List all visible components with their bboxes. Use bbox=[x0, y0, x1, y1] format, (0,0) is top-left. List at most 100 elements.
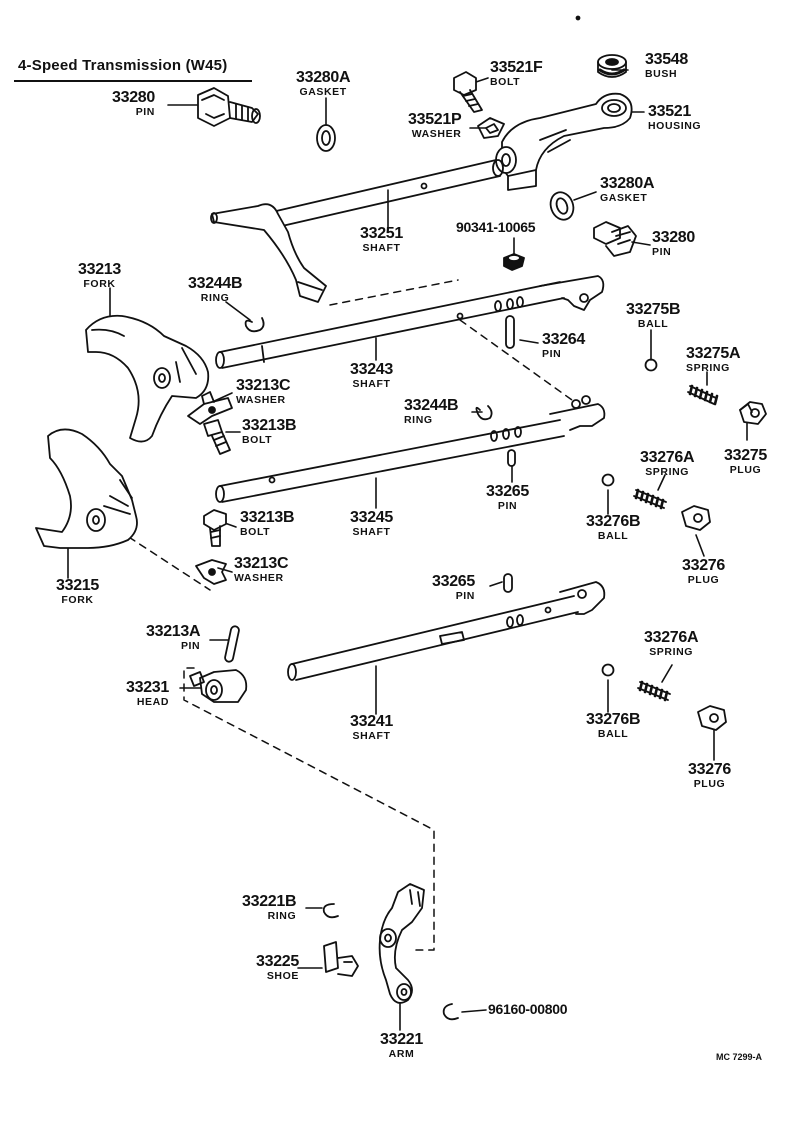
part-name: PLUG bbox=[687, 574, 720, 586]
pin-33280-right-drawing bbox=[593, 221, 637, 257]
callout-33280-top: 33280 PIN bbox=[112, 90, 155, 118]
part-number: 33276A bbox=[640, 449, 695, 466]
housing-33521-drawing bbox=[495, 92, 633, 191]
pin-33264-drawing bbox=[505, 315, 515, 349]
callout-33213c: 33213C WASHER bbox=[236, 377, 291, 406]
part-number: 33275A bbox=[686, 345, 741, 362]
part-number: 33276A bbox=[644, 629, 699, 646]
callout-33265: 33265 PIN bbox=[486, 484, 529, 512]
part-number: 33213B bbox=[242, 417, 297, 434]
callout-96160: 96160-00800 bbox=[488, 1001, 568, 1017]
part-number: 33245 bbox=[350, 509, 393, 526]
pin-33213a-drawing bbox=[224, 625, 240, 663]
shaft-33245-drawing bbox=[215, 395, 606, 503]
callout-33213a: 33213A PIN bbox=[146, 624, 201, 652]
callout-33221b: 33221B RING bbox=[242, 894, 297, 922]
part-name: SPRING bbox=[649, 646, 694, 658]
part-number: 33225 bbox=[256, 953, 299, 970]
callout-33213c-2: 33213C WASHER bbox=[234, 556, 289, 584]
part-name: BALL bbox=[597, 728, 629, 740]
part-name: FORK bbox=[61, 594, 94, 606]
part-number: 33231 bbox=[126, 679, 169, 696]
part-name: WASHER bbox=[234, 572, 284, 584]
callout-33548: 33548 BUSH bbox=[645, 52, 688, 80]
dashed-alignment-lines bbox=[117, 279, 573, 951]
bolt-33213b-2-drawing bbox=[203, 509, 227, 547]
part-name: BALL bbox=[637, 318, 669, 330]
callout-33213: 33213 FORK bbox=[78, 262, 121, 290]
shaft-33241-drawing bbox=[287, 581, 606, 681]
part-name: FORK bbox=[83, 278, 116, 290]
part-name: RING bbox=[404, 414, 433, 426]
part-name: PIN bbox=[180, 640, 201, 652]
part-number: 33241 bbox=[350, 713, 393, 730]
part-number: 33548 bbox=[645, 51, 688, 68]
callout-33521f: 33521F BOLT bbox=[490, 59, 543, 88]
callout-33221: 33221 ARM bbox=[380, 1032, 423, 1060]
callout-33280-right: 33280 PIN bbox=[652, 230, 695, 258]
washer-33213c-2-drawing bbox=[195, 559, 227, 585]
part-name: HEAD bbox=[136, 696, 169, 708]
bolt-33213b-drawing bbox=[203, 419, 231, 455]
part-name: WASHER bbox=[236, 394, 286, 406]
part-number: 33265 bbox=[432, 573, 475, 590]
part-name: PIN bbox=[455, 590, 475, 602]
part-name: PIN bbox=[652, 246, 672, 258]
part-number: 90341-10065 bbox=[456, 219, 536, 235]
part-number: 33213 bbox=[78, 261, 121, 278]
part-name: SPRING bbox=[686, 362, 730, 374]
pin-33265-b-drawing bbox=[503, 573, 513, 593]
part-name: PLUG bbox=[729, 464, 762, 476]
fork-33215-drawing bbox=[35, 428, 138, 549]
callout-33521: 33521 HOUSING bbox=[648, 104, 701, 132]
callout-33275a: 33275A SPRING bbox=[686, 345, 741, 374]
callout-33244b: 33244B RING bbox=[188, 275, 243, 304]
part-name: BUSH bbox=[645, 68, 678, 80]
callout-33213b-2: 33213B BOLT bbox=[240, 510, 295, 538]
part-number: 33215 bbox=[56, 577, 99, 594]
part-number: 33276 bbox=[682, 557, 725, 574]
callout-33215: 33215 FORK bbox=[56, 578, 99, 606]
gasket-33280a-drawing bbox=[316, 124, 336, 152]
part-number: 33244B bbox=[404, 397, 459, 414]
callout-33280a: 33280A GASKET bbox=[296, 70, 351, 98]
part-number: 33244B bbox=[188, 275, 243, 292]
ball-33275b-drawing bbox=[644, 358, 658, 372]
part-name: SHAFT bbox=[352, 730, 391, 742]
part-name: SHAFT bbox=[362, 242, 401, 254]
part-number: 33276B bbox=[586, 711, 641, 728]
part-name: BOLT bbox=[242, 434, 273, 446]
pin-33265-drawing bbox=[507, 449, 516, 467]
part-number: 33276 bbox=[688, 761, 731, 778]
part-name: SHAFT bbox=[352, 526, 391, 538]
callout-33245: 33245 SHAFT bbox=[350, 510, 393, 538]
ball-33276b-drawing bbox=[601, 473, 615, 487]
part-name: PLUG bbox=[693, 778, 726, 790]
plug-33276-2-drawing bbox=[697, 705, 727, 731]
plug-90341-drawing bbox=[503, 253, 525, 271]
part-number: 33213C bbox=[236, 377, 291, 394]
callout-33251: 33251 SHAFT bbox=[360, 226, 403, 254]
title-underline bbox=[14, 80, 252, 82]
fork-33213-drawing bbox=[85, 314, 210, 443]
part-number: 33264 bbox=[542, 331, 585, 348]
part-number: 33521P bbox=[408, 111, 462, 128]
callout-33276b-2: 33276B BALL bbox=[586, 711, 641, 740]
part-number: 33280A bbox=[600, 175, 655, 192]
part-number: 96160-00800 bbox=[488, 1001, 568, 1017]
part-name: SPRING bbox=[645, 466, 690, 478]
part-name: SHAFT bbox=[352, 378, 391, 390]
part-name: BOLT bbox=[490, 76, 521, 88]
callout-33264: 33264 PIN bbox=[542, 332, 585, 360]
arm-33221-drawing bbox=[378, 883, 425, 1004]
part-number: 33280 bbox=[112, 89, 155, 106]
callout-33213b: 33213B BOLT bbox=[242, 417, 297, 446]
callout-33241: 33241 SHAFT bbox=[350, 714, 393, 742]
ring-33244b-2-drawing bbox=[475, 405, 493, 421]
spring-33275a-drawing bbox=[687, 384, 719, 406]
part-number: 33521F bbox=[490, 59, 543, 76]
shaft-33243-drawing bbox=[215, 275, 605, 369]
part-number: 33221 bbox=[380, 1031, 423, 1048]
